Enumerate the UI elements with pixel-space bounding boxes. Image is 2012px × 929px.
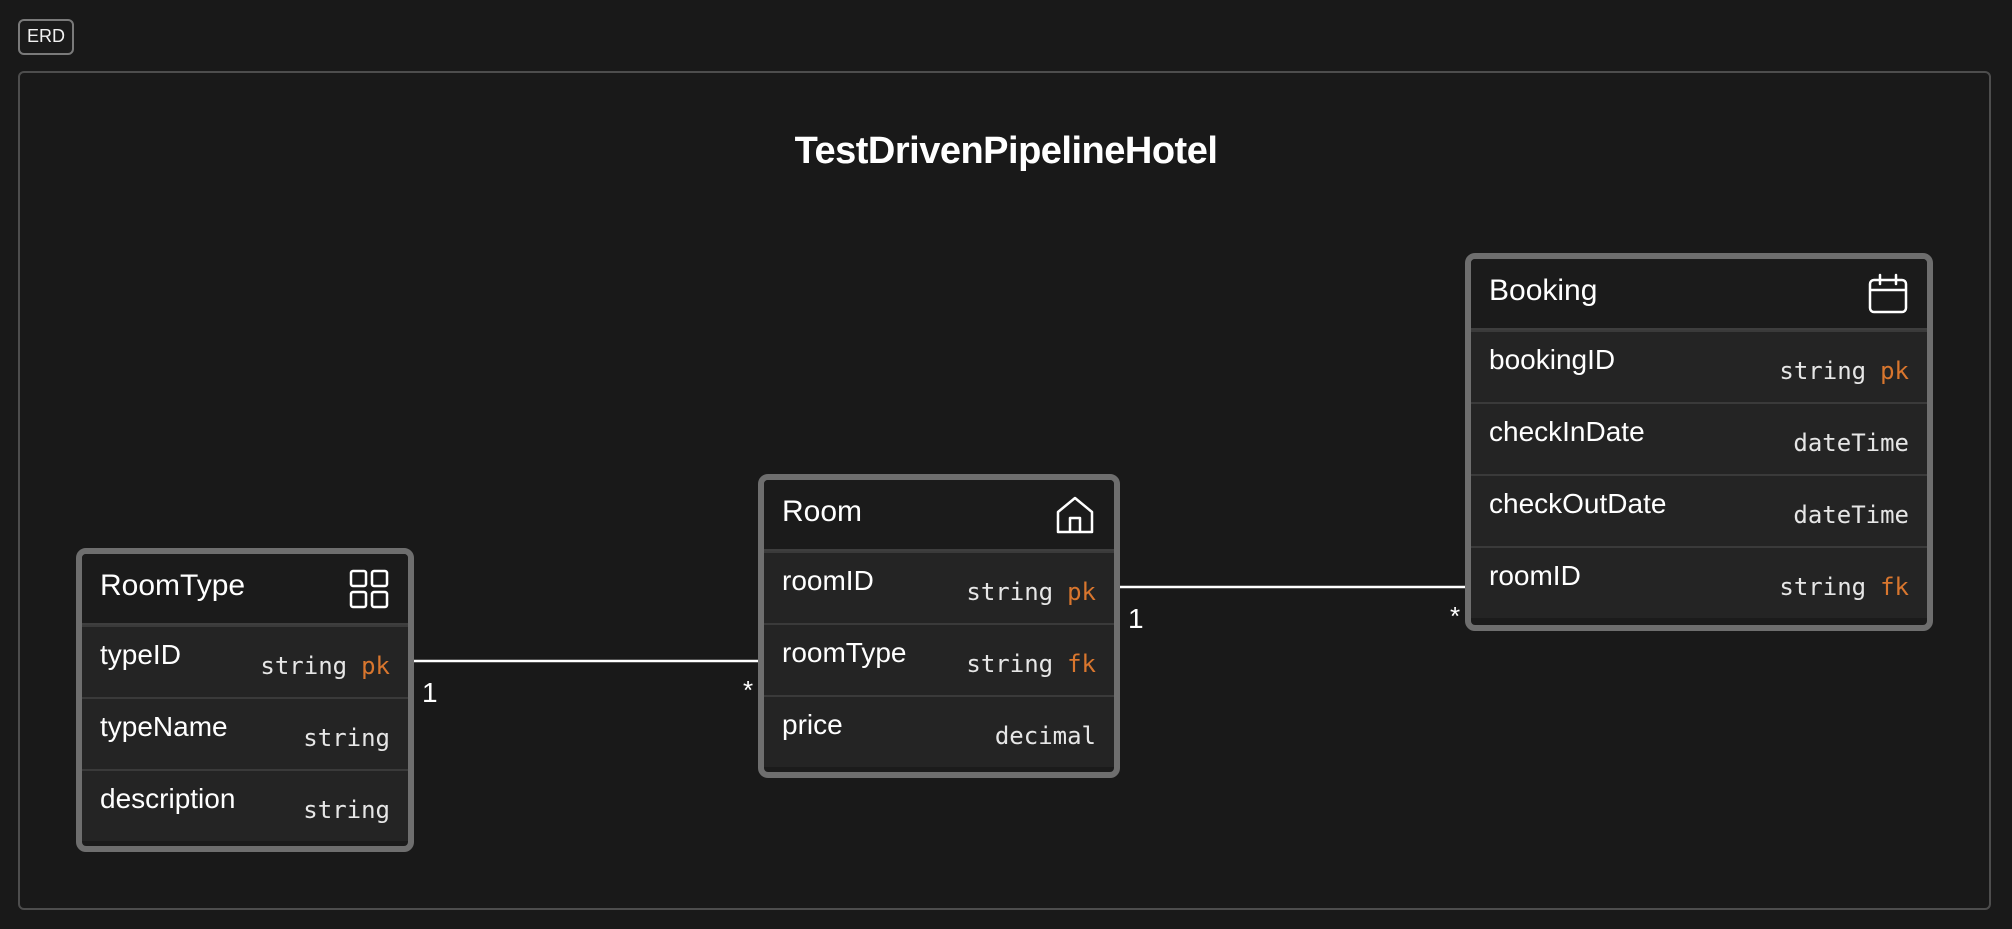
home-icon bbox=[1056, 496, 1094, 534]
erd-tag[interactable]: ERD bbox=[18, 19, 74, 55]
diagram-title: TestDrivenPipelineHotel bbox=[794, 130, 1218, 172]
grid-icon bbox=[349, 569, 389, 609]
field-name: typeName bbox=[100, 711, 228, 742]
field-type: dateTime bbox=[1793, 429, 1909, 457]
field-type: string bbox=[303, 724, 390, 752]
key-badge: fk bbox=[1880, 573, 1909, 601]
calendar-icon bbox=[1868, 273, 1908, 314]
field-name: bookingID bbox=[1489, 344, 1616, 375]
field-name: roomType bbox=[782, 637, 907, 668]
field-name: price bbox=[782, 709, 843, 740]
entity-header: Booking bbox=[1471, 259, 1927, 330]
key-badge: pk bbox=[361, 652, 390, 680]
field-row-checkoutdate[interactable]: checkOutDate dateTime bbox=[1471, 474, 1927, 546]
entity-name: Room bbox=[782, 495, 863, 528]
field-name: roomID bbox=[1489, 560, 1581, 591]
entity-name: Booking bbox=[1489, 274, 1598, 307]
key-badge: pk bbox=[1067, 578, 1096, 606]
entity-header: Room bbox=[764, 480, 1114, 551]
field-name: checkInDate bbox=[1489, 416, 1645, 447]
field-name: typeID bbox=[100, 639, 181, 670]
field-row-description[interactable]: description string bbox=[82, 769, 408, 841]
field-type: dateTime bbox=[1793, 501, 1909, 529]
field-name: description bbox=[100, 783, 236, 814]
field-name: checkOutDate bbox=[1489, 488, 1667, 519]
entity-header: RoomType bbox=[82, 554, 408, 625]
key-badge: pk bbox=[1880, 357, 1909, 385]
field-row-typename[interactable]: typeName string bbox=[82, 697, 408, 769]
field-name: roomID bbox=[782, 565, 874, 596]
diagram-frame bbox=[18, 71, 1991, 910]
key-badge: fk bbox=[1067, 650, 1096, 678]
field-row-checkindate[interactable]: checkInDate dateTime bbox=[1471, 402, 1927, 474]
entity-name: RoomType bbox=[100, 569, 246, 602]
field-type: string bbox=[303, 796, 390, 824]
field-type: decimal bbox=[994, 722, 1096, 750]
field-row-price[interactable]: price decimal bbox=[764, 695, 1114, 767]
